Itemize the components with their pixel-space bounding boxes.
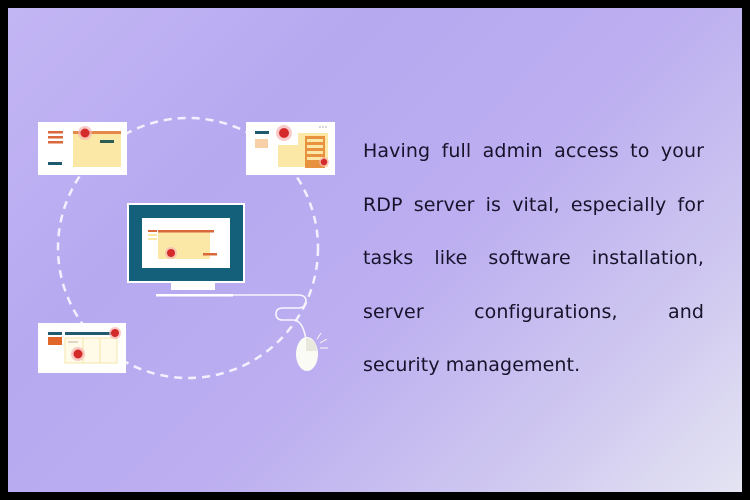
description-paragraph: Having full admin access to your RDP ser… <box>363 125 704 393</box>
paragraph-line: RDP server is vital, especially for <box>363 193 704 216</box>
paragraph-line: server configurations, and <box>363 300 704 323</box>
monitor-icon <box>127 203 245 297</box>
dashed-circle <box>56 116 320 380</box>
paragraph-line: security management. <box>363 354 581 376</box>
slide-frame: Having full admin access to your RDP ser… <box>8 8 742 492</box>
window-card-icon <box>38 323 126 373</box>
paragraph-line: tasks like software installation, <box>363 247 704 269</box>
window-card-icon <box>246 122 335 175</box>
window-card-icon <box>38 122 127 175</box>
paragraph-line: Having full admin access to your <box>363 140 704 162</box>
mouse-icon <box>233 294 328 371</box>
network-illustration <box>38 116 335 380</box>
